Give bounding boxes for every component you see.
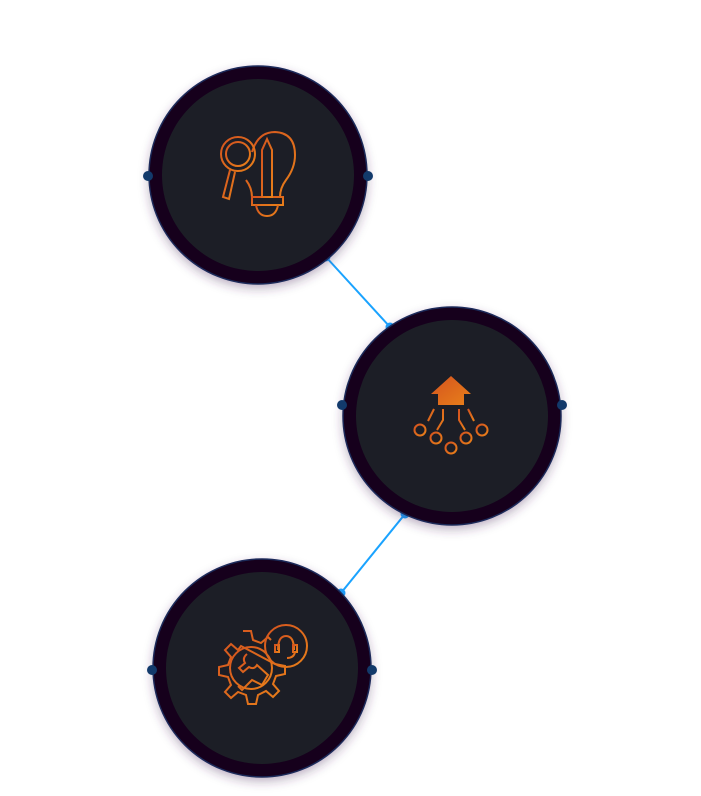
node-disc (166, 572, 358, 764)
node-2 (337, 306, 567, 526)
node-1 (143, 65, 373, 285)
side-dot (337, 400, 347, 410)
connector-1 (321, 252, 395, 332)
side-dot (363, 171, 373, 181)
side-dot (557, 400, 567, 410)
node-3 (147, 558, 377, 778)
side-dot (147, 665, 157, 675)
gear-wrench-headset-icon (218, 624, 308, 705)
lightbulb-pencil-magnifier-icon (220, 130, 297, 218)
connector-2 (336, 509, 410, 598)
side-dot (143, 171, 153, 181)
node-disc (162, 79, 354, 271)
side-dot (367, 665, 377, 675)
circuit-upload-icon (413, 376, 489, 455)
